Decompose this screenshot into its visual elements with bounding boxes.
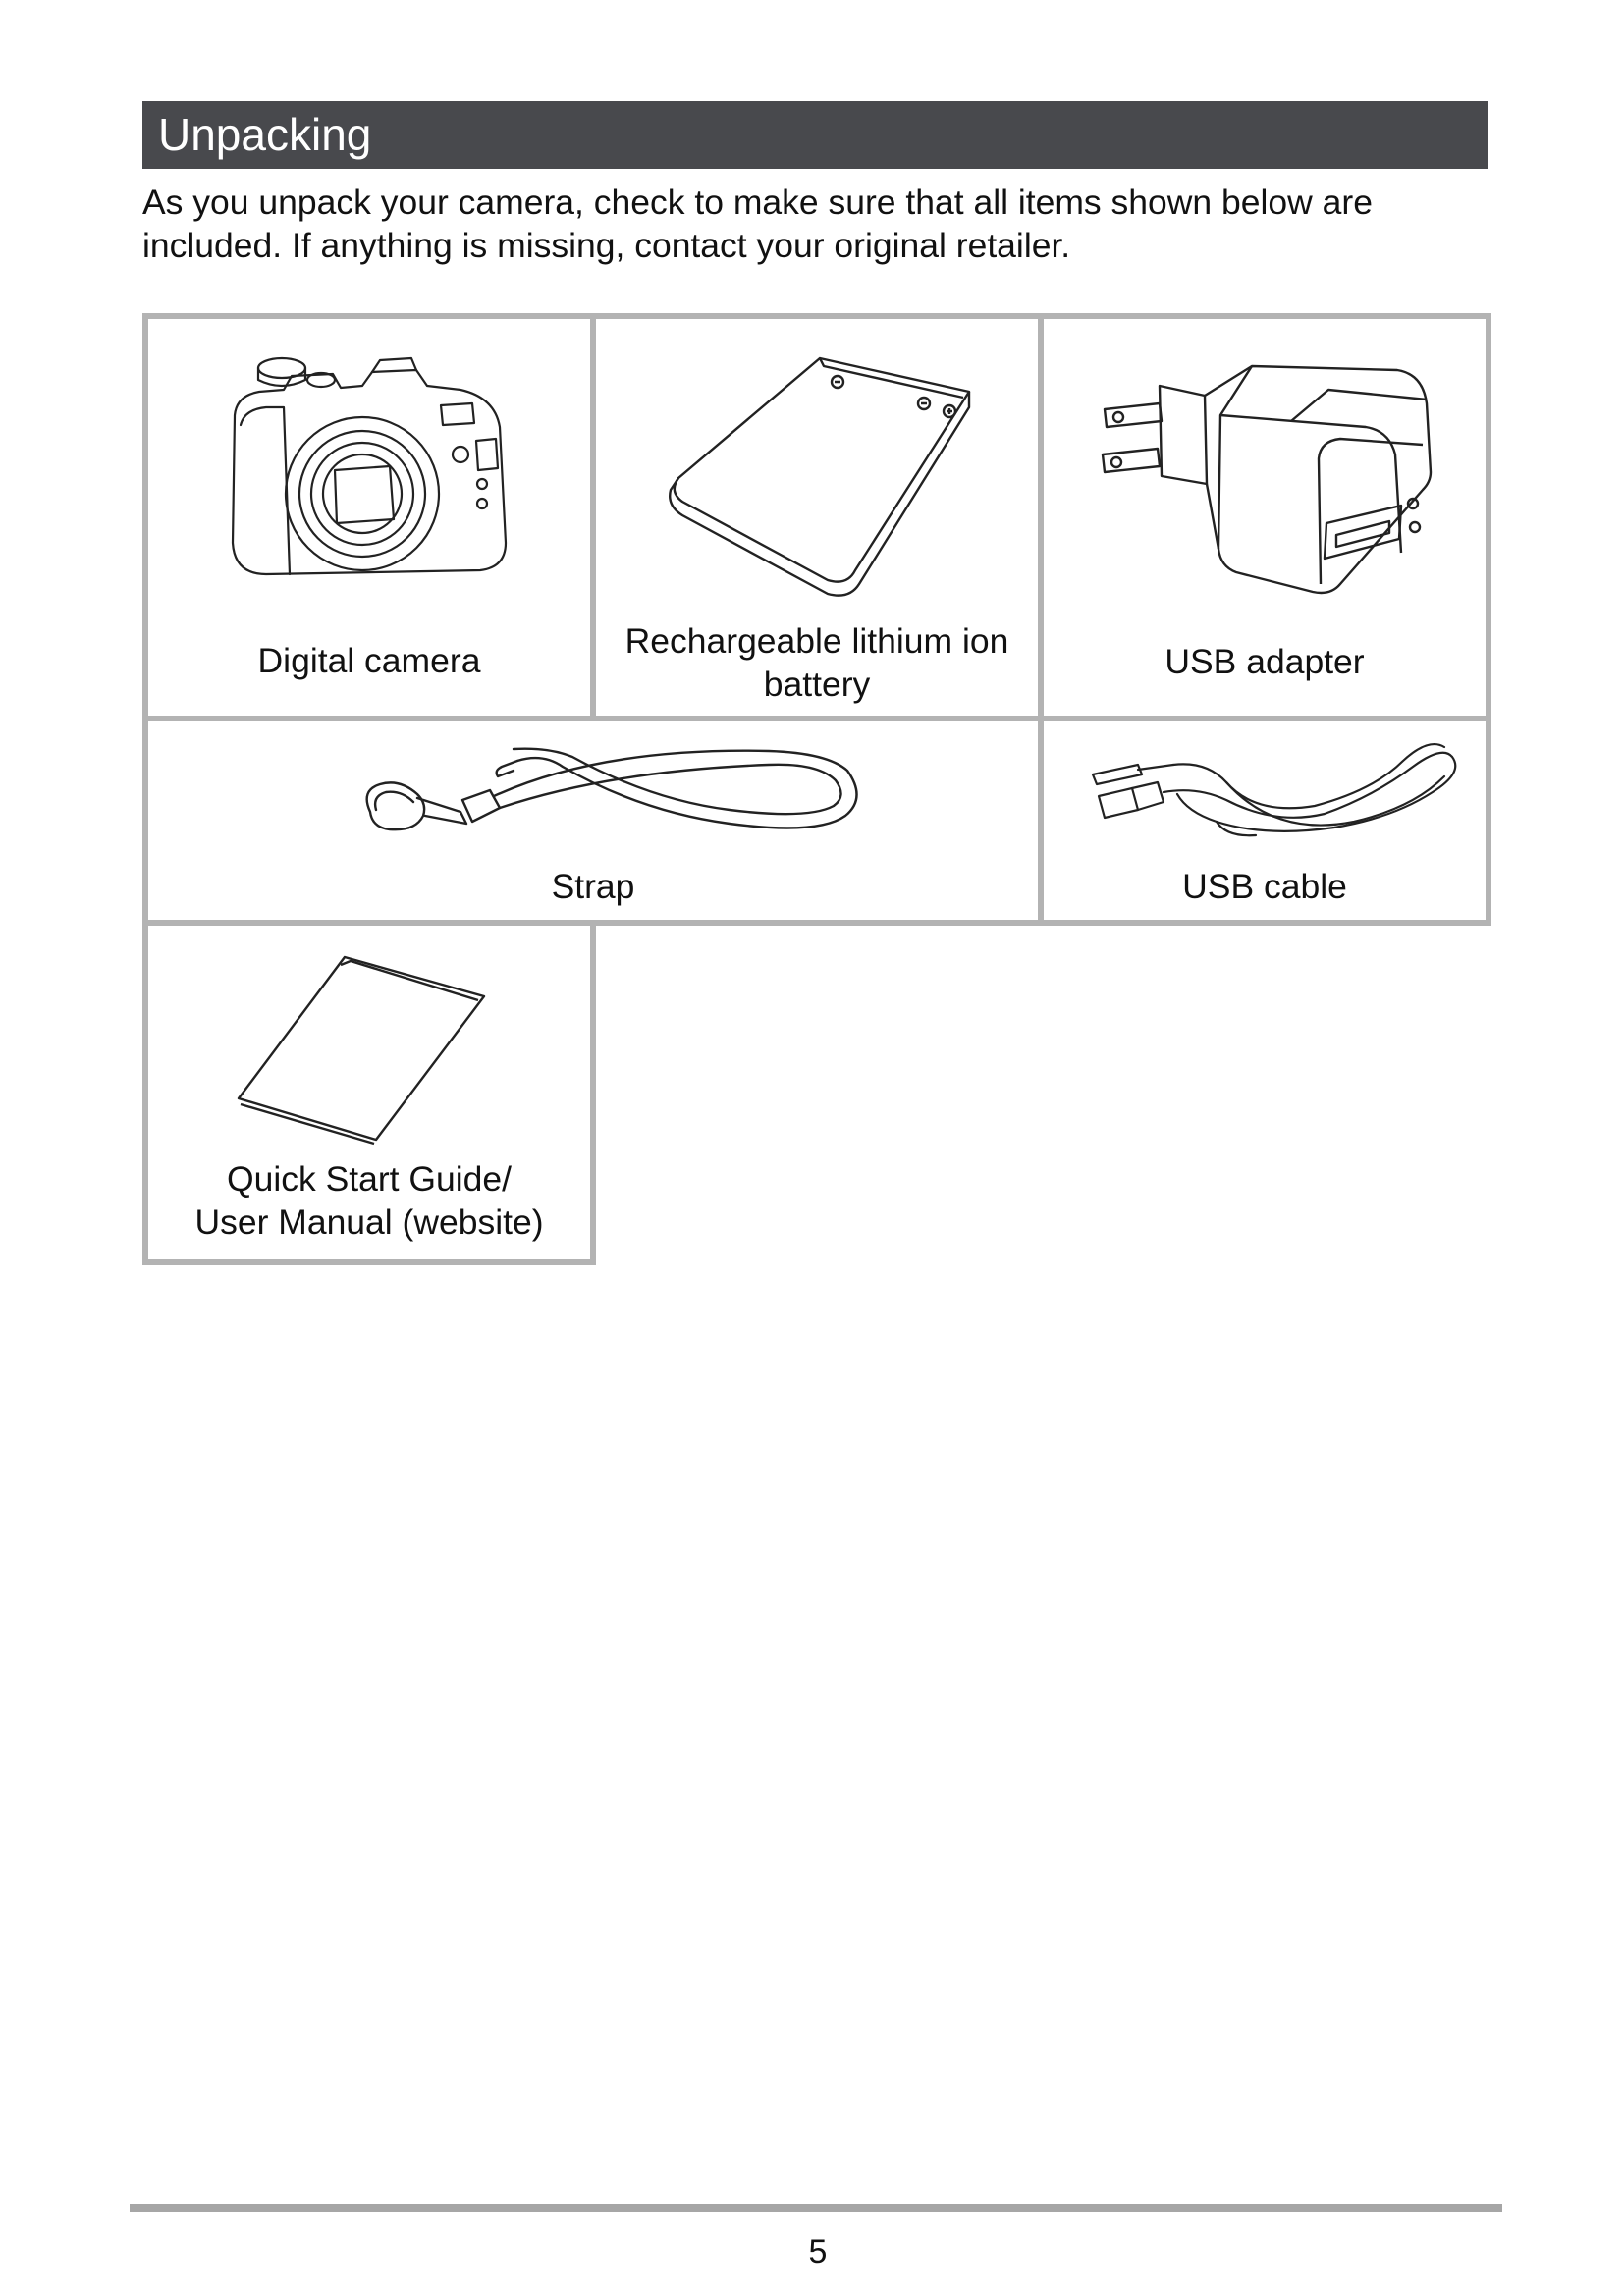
section-header: Unpacking [142,101,1488,169]
item-label-quick-start-guide: Quick Start Guide/ User Manual (website) [194,1159,544,1242]
strap-icon [365,747,858,831]
item-cell-battery: Rechargeable lithium ion battery [590,313,1044,721]
section-title: Unpacking [158,109,372,160]
item-label-digital-camera: Digital camera [257,641,481,680]
camera-icon [231,356,508,576]
item-cell-quick-start-guide: Quick Start Guide/ User Manual (website) [142,920,596,1265]
footer-rule [130,2204,1502,2212]
item-label-usb-adapter: USB adapter [1164,642,1365,681]
item-cell-usb-cable: USB cable [1038,716,1491,926]
intro-paragraph: As you unpack your camera, check to make… [142,183,1373,265]
item-label-strap: Strap [551,867,635,906]
page-number: 5 [808,2233,828,2270]
usb-adapter-icon [1101,364,1433,595]
item-cell-strap: Strap [142,716,1044,926]
item-label-usb-cable: USB cable [1182,867,1347,906]
item-label-battery: Rechargeable lithium ion battery [624,621,1009,704]
manual-icon [237,955,486,1146]
item-cell-usb-adapter: USB adapter [1038,313,1491,721]
battery-icon [669,356,971,597]
item-cell-digital-camera: Digital camera [142,313,596,721]
usb-cable-icon [1091,743,1457,837]
